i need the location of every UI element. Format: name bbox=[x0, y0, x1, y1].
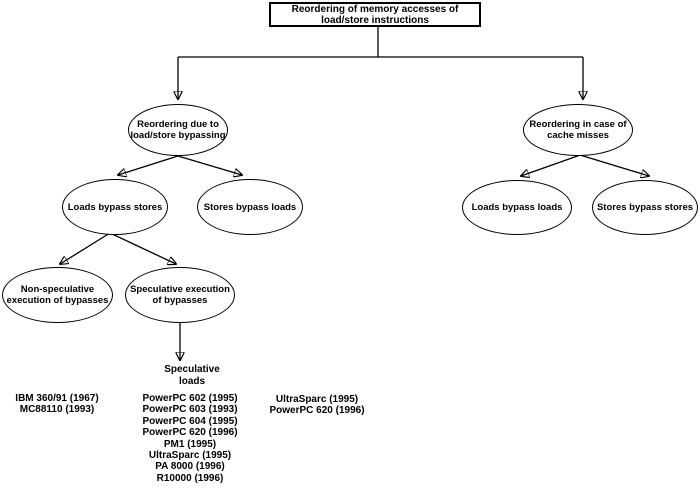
list-speculative-loads-processors: PowerPC 602 (1995) PowerPC 603 (1993) Po… bbox=[142, 393, 238, 484]
node-root-title: Reordering of memory accesses of load/st… bbox=[269, 2, 481, 27]
node-cache-misses: Reordering in case of cache misses bbox=[523, 104, 633, 156]
label-speculative-loads: Speculative loads bbox=[164, 364, 220, 387]
node-stores-bypass-stores-label: Stores bypass stores bbox=[596, 202, 694, 213]
edge-lbs-to-non-speculative bbox=[60, 232, 111, 264]
node-stores-bypass-loads-label: Stores bypass loads bbox=[203, 201, 297, 213]
node-root-label: Reordering of memory accesses of load/st… bbox=[291, 3, 459, 26]
node-loads-bypass-loads-label: Loads bypass loads bbox=[471, 202, 563, 213]
node-loads-bypass-stores-label: Loads bypass stores bbox=[67, 201, 163, 213]
node-reordering-bypassing: Reordering due to load/store bypassing bbox=[128, 104, 228, 156]
node-stores-bypass-stores: Stores bypass stores bbox=[592, 180, 698, 235]
node-loads-bypass-loads: Loads bypass loads bbox=[462, 180, 572, 235]
node-speculative-execution-label: Speculative execution of bypasses bbox=[130, 284, 230, 306]
list-cache-miss-processors: UltraSparc (1995) PowerPC 620 (1996) bbox=[269, 394, 365, 417]
node-non-speculative: Non-speculative execution of bypasses bbox=[2, 267, 113, 323]
list-non-speculative-processors: IBM 360/91 (1967) MC88110 (1993) bbox=[15, 393, 99, 416]
node-loads-bypass-stores: Loads bypass stores bbox=[62, 179, 168, 235]
node-stores-bypass-loads: Stores bypass loads bbox=[197, 179, 303, 235]
edge-lbs-to-speculative-execution bbox=[109, 232, 176, 264]
node-reordering-bypassing-label: Reordering due to load/store bypassing bbox=[130, 119, 226, 141]
node-cache-misses-label: Reordering in case of cache misses bbox=[529, 119, 627, 141]
node-non-speculative-label: Non-speculative execution of bypasses bbox=[6, 284, 109, 306]
node-speculative-execution: Speculative execution of bypasses bbox=[125, 267, 235, 323]
